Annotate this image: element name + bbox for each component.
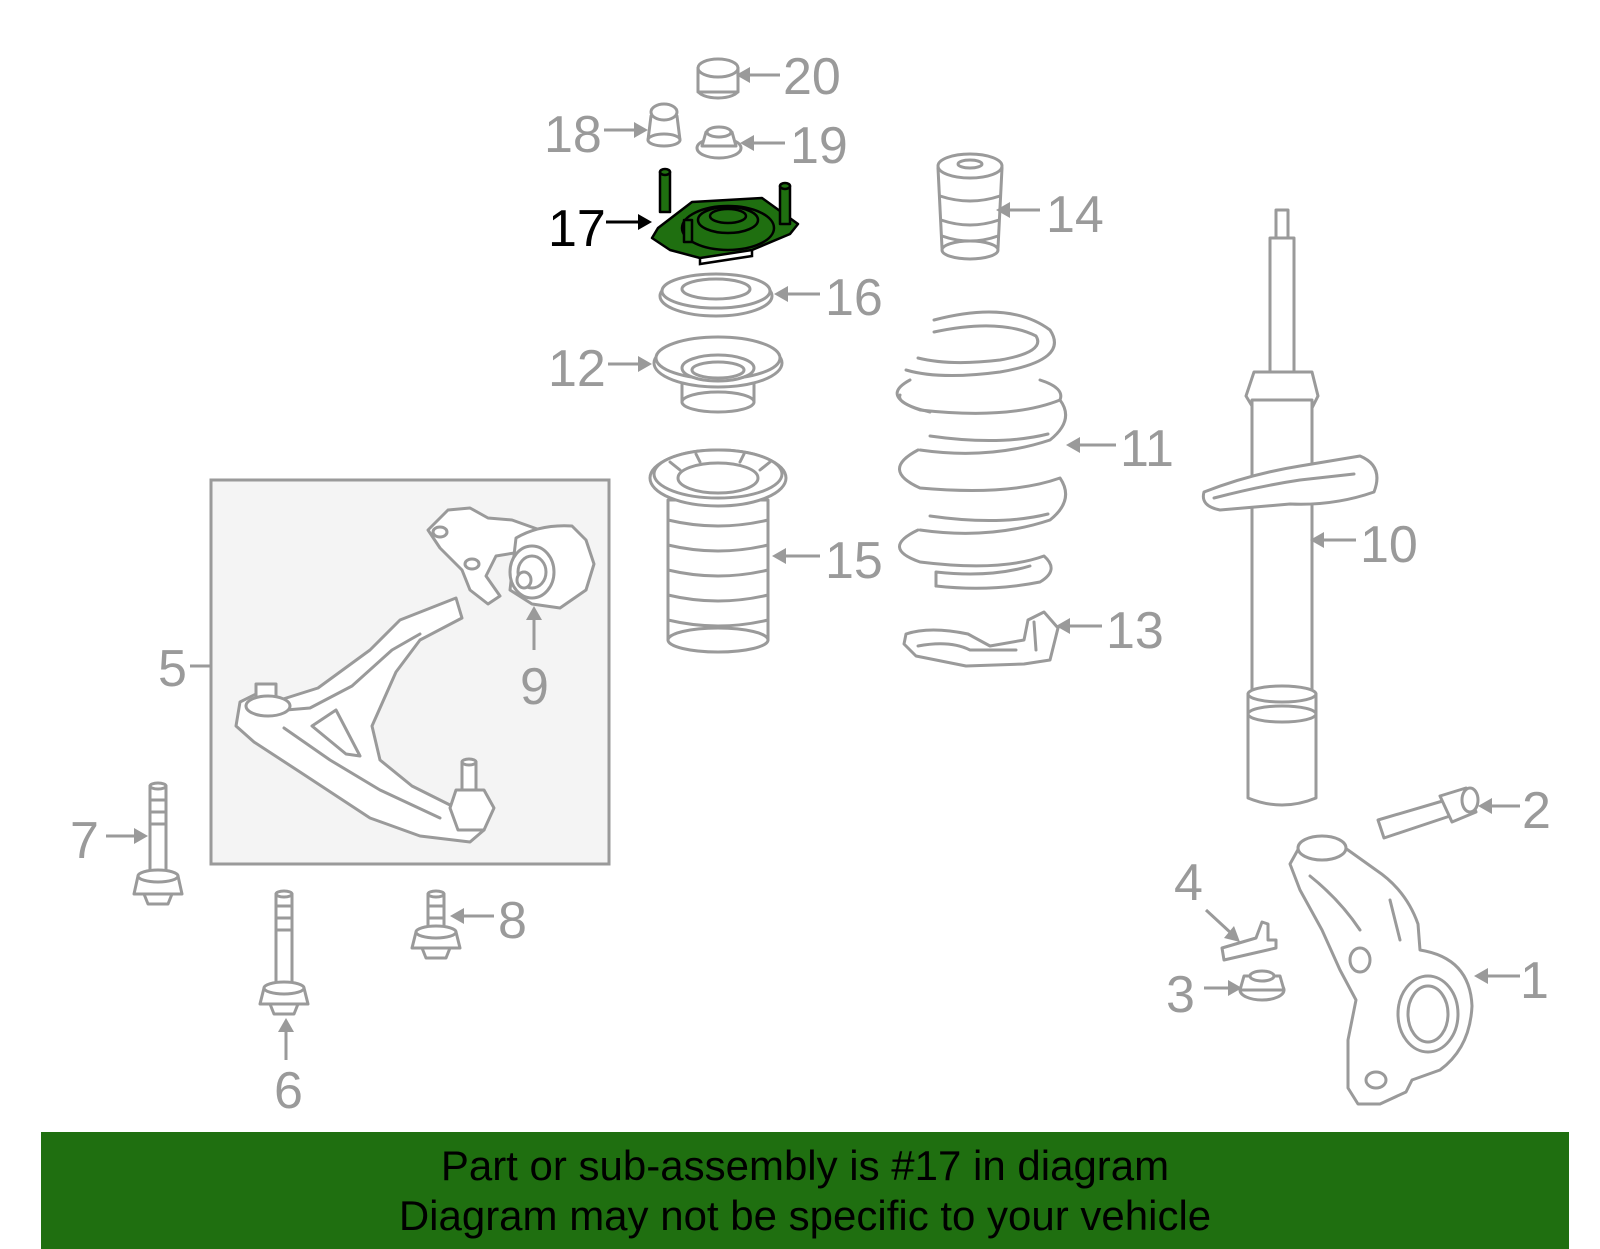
- banner-line-1: Part or sub-assembly is #17 in diagram: [440, 1142, 1170, 1189]
- part-7-bolt: [132, 781, 184, 906]
- part-1-knuckle: [1288, 834, 1474, 1106]
- callout-13: 13: [1106, 602, 1164, 660]
- part-14-bump-stop: [936, 152, 1004, 261]
- callout-7: 7: [70, 812, 99, 870]
- callout-2: 2: [1522, 782, 1551, 840]
- callout-14: 14: [1046, 186, 1104, 244]
- part-9-bushing: [426, 506, 596, 610]
- callout-5: 5: [158, 640, 187, 698]
- part-10-strut: [1201, 208, 1379, 807]
- callout-3: 3: [1166, 966, 1195, 1024]
- callout-18: 18: [544, 106, 602, 164]
- part-20-cap: [696, 57, 740, 100]
- part-12-spring-seat: [652, 335, 784, 414]
- callout-4: 4: [1174, 854, 1203, 912]
- part-17-strut-mount: [650, 167, 800, 266]
- callout-12: 12: [548, 340, 606, 398]
- callout-9: 9: [520, 658, 549, 716]
- callout-8: 8: [498, 892, 527, 950]
- callout-1: 1: [1520, 952, 1549, 1010]
- part-5-control-arm: [234, 596, 496, 844]
- callout-16: 16: [825, 269, 883, 327]
- part-15-dust-boot: [648, 448, 788, 654]
- callout-17: 17: [548, 200, 606, 258]
- part-6-bolt: [258, 889, 310, 1016]
- part-16-bearing-ring: [658, 272, 774, 318]
- part-13-spring-insulator: [902, 610, 1060, 668]
- part-4-bracket: [1220, 920, 1278, 962]
- banner-line-2: Diagram may not be specific to your vehi…: [398, 1192, 1212, 1239]
- info-banner: Part or sub-assembly is #17 in diagram D…: [41, 1132, 1569, 1249]
- callout-15: 15: [825, 532, 883, 590]
- part-2-bolt: [1376, 786, 1480, 840]
- part-8-bolt: [410, 889, 462, 960]
- callout-19: 19: [790, 117, 848, 175]
- part-11-coil-spring: [895, 310, 1068, 590]
- callout-20: 20: [783, 48, 841, 106]
- callout-11: 11: [1120, 420, 1174, 478]
- callout-10: 10: [1360, 516, 1418, 574]
- part-18-nut: [646, 102, 682, 148]
- part-3-nut: [1238, 969, 1286, 1002]
- part-19-flange-nut: [695, 125, 743, 160]
- callout-6: 6: [274, 1062, 303, 1120]
